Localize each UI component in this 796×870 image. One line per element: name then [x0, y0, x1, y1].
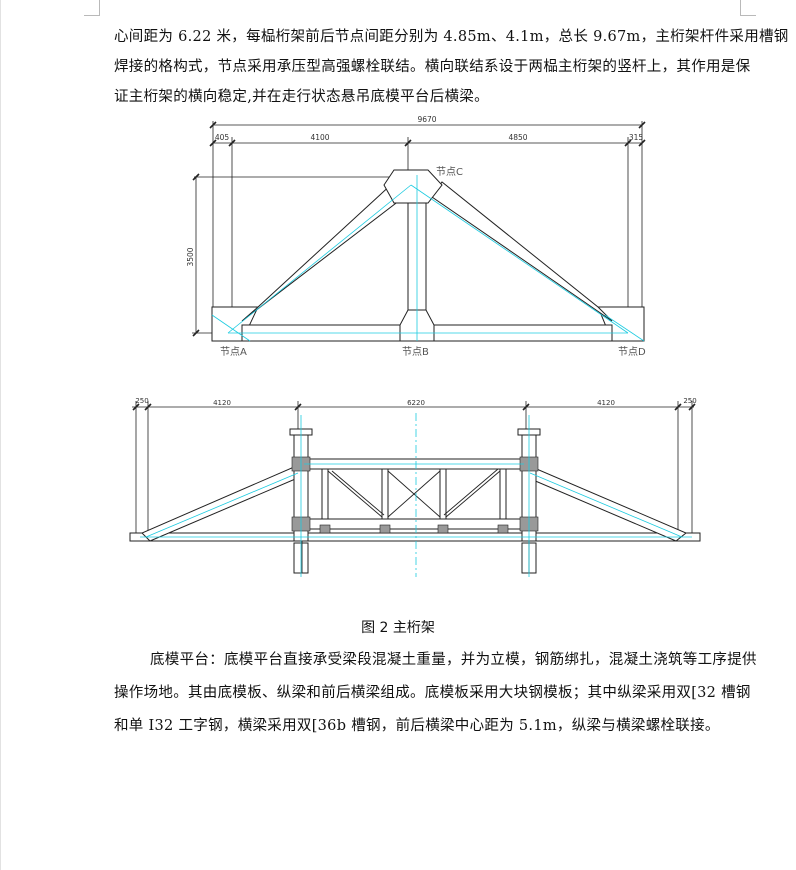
- dim-tick: [132, 403, 140, 411]
- dim-left-small: 250: [135, 397, 148, 405]
- crop-mark-top-right: [740, 0, 741, 16]
- node-d-hatch: [604, 314, 645, 342]
- diagonal-left: [141, 466, 301, 542]
- brace: [443, 468, 499, 516]
- truss-front-elevation: 250 4120 6220 4120 250: [129, 397, 701, 577]
- dim-right: 4120: [597, 399, 615, 407]
- body-line: 和单 I32 工字钢，横梁采用双[36b 槽钢，前后横梁中心距为 5.1m，纵梁…: [114, 718, 720, 734]
- body-line: 操作场地。其由底模板、纵梁和前后横梁组成。底模板采用大块钢模板；其中纵梁采用双[…: [114, 685, 751, 701]
- inner-vertical: [499, 468, 507, 520]
- crop-mark-top-left: [99, 0, 100, 16]
- inner-vertical: [321, 468, 329, 520]
- centerline-left: [227, 184, 412, 334]
- diagonal-right: [431, 181, 613, 322]
- dim-right-small: 250: [683, 397, 696, 405]
- crop-mark-top-left-h: [84, 15, 100, 16]
- inner-vertical: [381, 468, 389, 520]
- brace: [327, 470, 383, 518]
- dim-tick: [294, 403, 302, 411]
- axis-diagonal-right: [529, 472, 683, 538]
- dim-center: 6220: [407, 399, 425, 407]
- body-line: 证主桁架的横向稳定,并在走行状态悬吊底模平台后横梁。: [114, 89, 489, 105]
- bolt-plate: [319, 524, 331, 534]
- figure-caption: 图 2 主桁架: [361, 620, 435, 636]
- bolt-plate: [497, 524, 509, 534]
- node-label-b: 节点B: [402, 346, 429, 358]
- dim-tick: [638, 121, 646, 129]
- body-line: 底模平台：底模平台直接承受梁段混凝土重量，并为立模，钢筋绑扎，混凝土浇筑等工序提…: [150, 652, 757, 668]
- brace: [387, 470, 441, 518]
- dim-tick: [144, 403, 152, 411]
- dim-tick: [688, 403, 696, 411]
- bolt-plate: [437, 524, 449, 534]
- dim-tick: [209, 121, 217, 129]
- dim-seg4: 315: [629, 133, 644, 142]
- dim-seg2: 4100: [310, 133, 329, 142]
- crop-mark-top-right-h: [740, 15, 756, 16]
- truss-side-elevation: 9670 405 4100 4850 315 3500 节点C 节点A 节点B …: [186, 115, 646, 358]
- body-paragraph-bottom: 底模平台：底模平台直接承受梁段混凝土重量，并为立模，钢筋绑扎，混凝土浇筑等工序提…: [114, 645, 757, 744]
- centerline-right: [410, 184, 629, 334]
- bolt-plate: [379, 524, 391, 534]
- body-line: 心间距为 6.22 米，每榀桁架前后节点间距分别为 4.85m、4.1m，总长 …: [114, 29, 789, 45]
- dim-tick: [209, 139, 217, 147]
- page-edge: [0, 0, 1, 870]
- inner-vertical: [439, 468, 447, 520]
- dim-tick: [192, 329, 200, 337]
- dim-seg1: 405: [215, 133, 230, 142]
- body-paragraph-top: 心间距为 6.22 米，每榀桁架前后节点间距分别为 4.85m、4.1m，总长 …: [114, 22, 789, 112]
- dim-height: 3500: [186, 247, 195, 266]
- dim-tick: [228, 139, 236, 147]
- dim-left: 4120: [213, 399, 231, 407]
- axis-diagonal-left: [145, 472, 299, 538]
- diagonal-right: [525, 466, 687, 542]
- body-line: 焊接的格构式，节点采用承压型高强螺栓联结。横向联结系设于两榀主桁架的竖杆上，其作…: [114, 59, 751, 75]
- dim-tick: [624, 139, 632, 147]
- brace: [445, 470, 501, 518]
- node-label-a: 节点A: [220, 346, 247, 358]
- dim-tick: [674, 403, 682, 411]
- dim-total: 9670: [417, 115, 436, 124]
- node-label-d: 节点D: [618, 346, 646, 358]
- diagonal-left: [241, 181, 405, 322]
- node-label-c: 节点C: [436, 166, 463, 178]
- lower-chord: [303, 518, 525, 530]
- dim-tick: [522, 403, 530, 411]
- dim-tick: [404, 139, 412, 147]
- node-a-hatch: [211, 314, 251, 342]
- dim-seg3: 4850: [508, 133, 527, 142]
- dim-tick: [192, 173, 200, 181]
- dim-tick: [638, 139, 646, 147]
- brace: [331, 470, 385, 516]
